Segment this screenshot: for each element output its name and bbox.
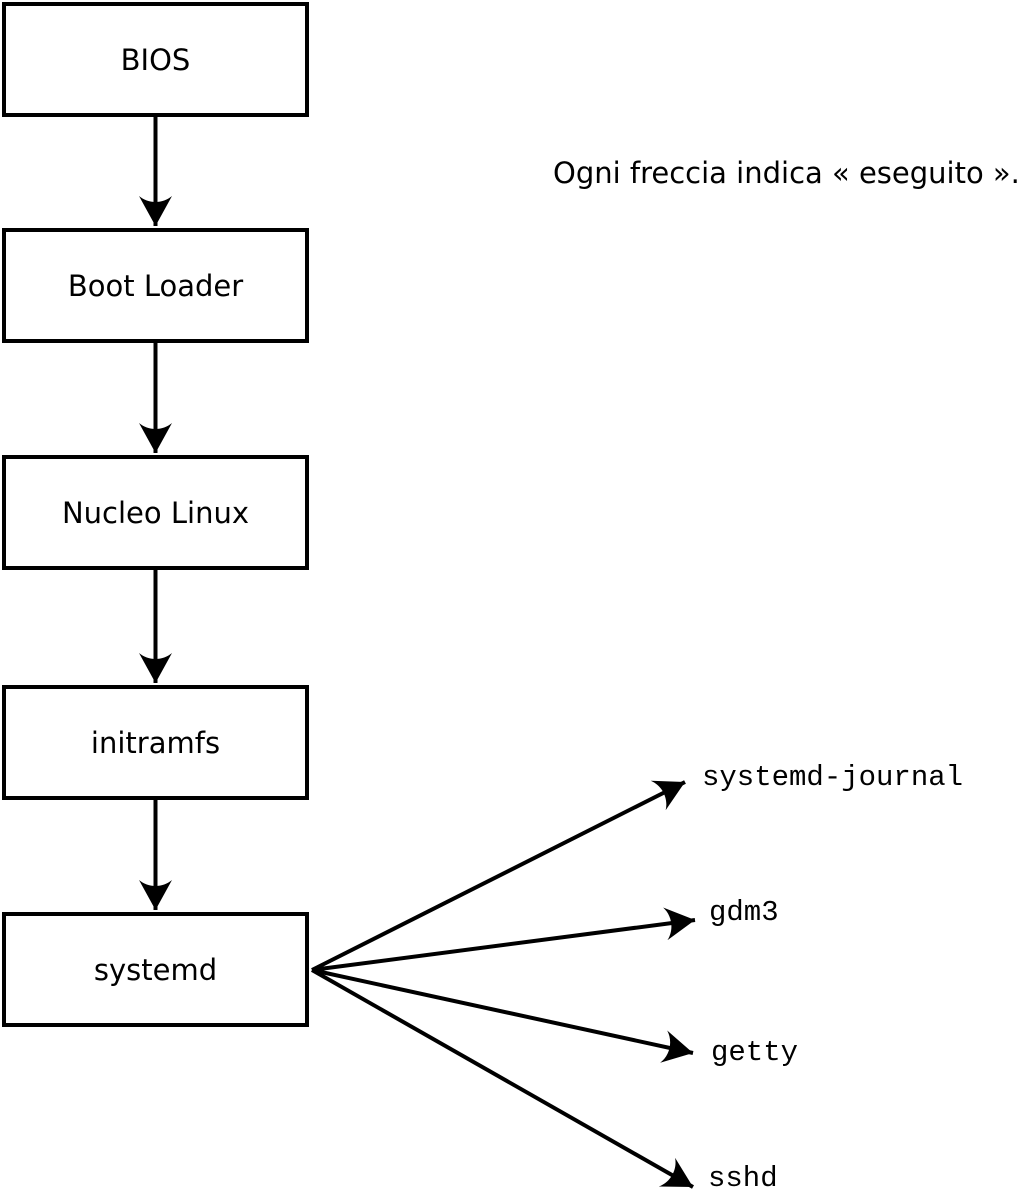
service-label-getty: getty: [711, 1036, 798, 1069]
box-bios: [2, 2, 309, 117]
box-nucleo-linux: [2, 455, 309, 570]
service-label-systemd-journal: systemd-journal: [702, 761, 963, 794]
box-initramfs: [2, 685, 309, 800]
arrow-systemd-to-getty: [311, 968, 694, 1063]
box-initramfs-label: initramfs: [91, 726, 220, 760]
box-systemd-label: systemd: [94, 953, 217, 987]
arrow-legend-note: Ogni freccia indica « eseguito ».: [553, 156, 1020, 190]
box-boot-loader: [2, 228, 309, 343]
arrow-systemd-to-systemd-journal: [311, 780, 686, 972]
box-boot-loader-label: Boot Loader: [68, 269, 243, 303]
box-systemd: [2, 912, 309, 1027]
service-label-gdm3: gdm3: [709, 896, 779, 929]
box-nucleo-linux-label: Nucleo Linux: [62, 496, 249, 530]
service-label-sshd: sshd: [708, 1162, 778, 1193]
arrow-systemd-to-gdm3: [311, 907, 696, 972]
box-bios-label: BIOS: [121, 43, 191, 77]
arrow-systemd-to-sshd: [311, 968, 694, 1189]
